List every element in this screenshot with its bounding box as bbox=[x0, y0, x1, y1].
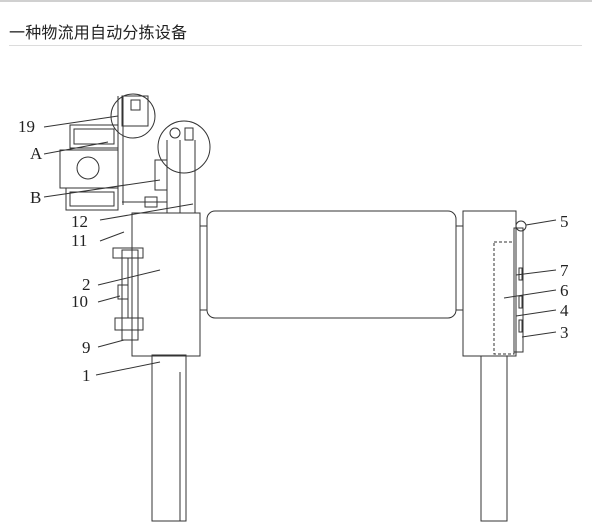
reference-labels: 19 A B 12 11 2 10 9 1 5 7 6 4 3 bbox=[18, 117, 569, 385]
label-6: 6 bbox=[560, 281, 569, 300]
label-4: 4 bbox=[560, 301, 569, 320]
label-7: 7 bbox=[560, 261, 569, 280]
label-1: 1 bbox=[82, 366, 91, 385]
left-clamp-plate bbox=[112, 247, 144, 341]
right-housing bbox=[462, 210, 527, 357]
label-9: 9 bbox=[82, 338, 91, 357]
upper-bracket-assembly bbox=[59, 93, 211, 211]
label-10: 10 bbox=[71, 292, 88, 311]
label-B: B bbox=[30, 188, 41, 207]
leader-lines bbox=[43, 115, 557, 376]
left-leg bbox=[151, 354, 187, 522]
left-post bbox=[122, 140, 196, 213]
label-2: 2 bbox=[82, 275, 91, 294]
label-5: 5 bbox=[560, 212, 569, 231]
page-title: 一种物流用自动分拣设备 bbox=[9, 23, 188, 42]
label-12: 12 bbox=[71, 212, 88, 231]
right-leg bbox=[480, 355, 508, 522]
label-11: 11 bbox=[71, 231, 87, 250]
left-housing bbox=[131, 212, 201, 357]
label-A: A bbox=[30, 144, 43, 163]
roller bbox=[199, 210, 464, 319]
title-divider bbox=[9, 45, 582, 46]
label-19: 19 bbox=[18, 117, 35, 136]
label-3: 3 bbox=[560, 323, 569, 342]
top-border bbox=[0, 0, 592, 2]
